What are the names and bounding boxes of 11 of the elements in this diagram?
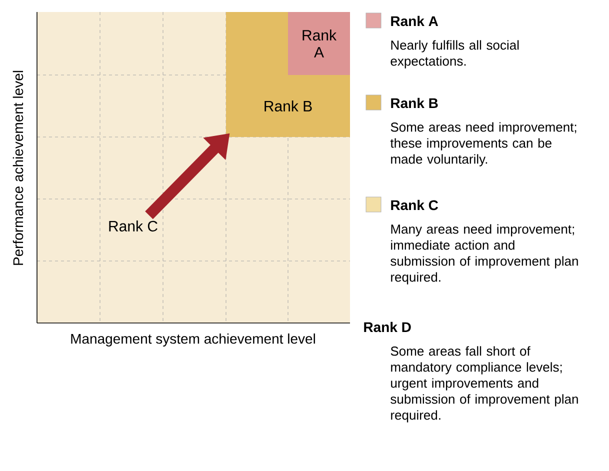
rank-heading: Rank D (364, 322, 411, 332)
axis-title: Management system achievement level (71, 333, 315, 347)
description-text: Some areas fall short of mandatory compliance levels; urgent improvements and submission of improvement plan required. (390, 346, 578, 422)
description-text: Some areas need improvement; these improvements can be made voluntarily. (390, 122, 576, 166)
axis-title: Performance achievement level (12, 70, 24, 265)
description-text: Nearly fulfills all social expectations. (390, 40, 519, 68)
legend-label: Rank B (391, 98, 438, 108)
legend-label: Rank C (391, 200, 438, 210)
rank-label: Rank C (109, 220, 158, 232)
description-text: Many areas need improvement; immediate action and submission of improvement plan required. (390, 224, 578, 284)
legend-label: Rank A (391, 16, 438, 26)
